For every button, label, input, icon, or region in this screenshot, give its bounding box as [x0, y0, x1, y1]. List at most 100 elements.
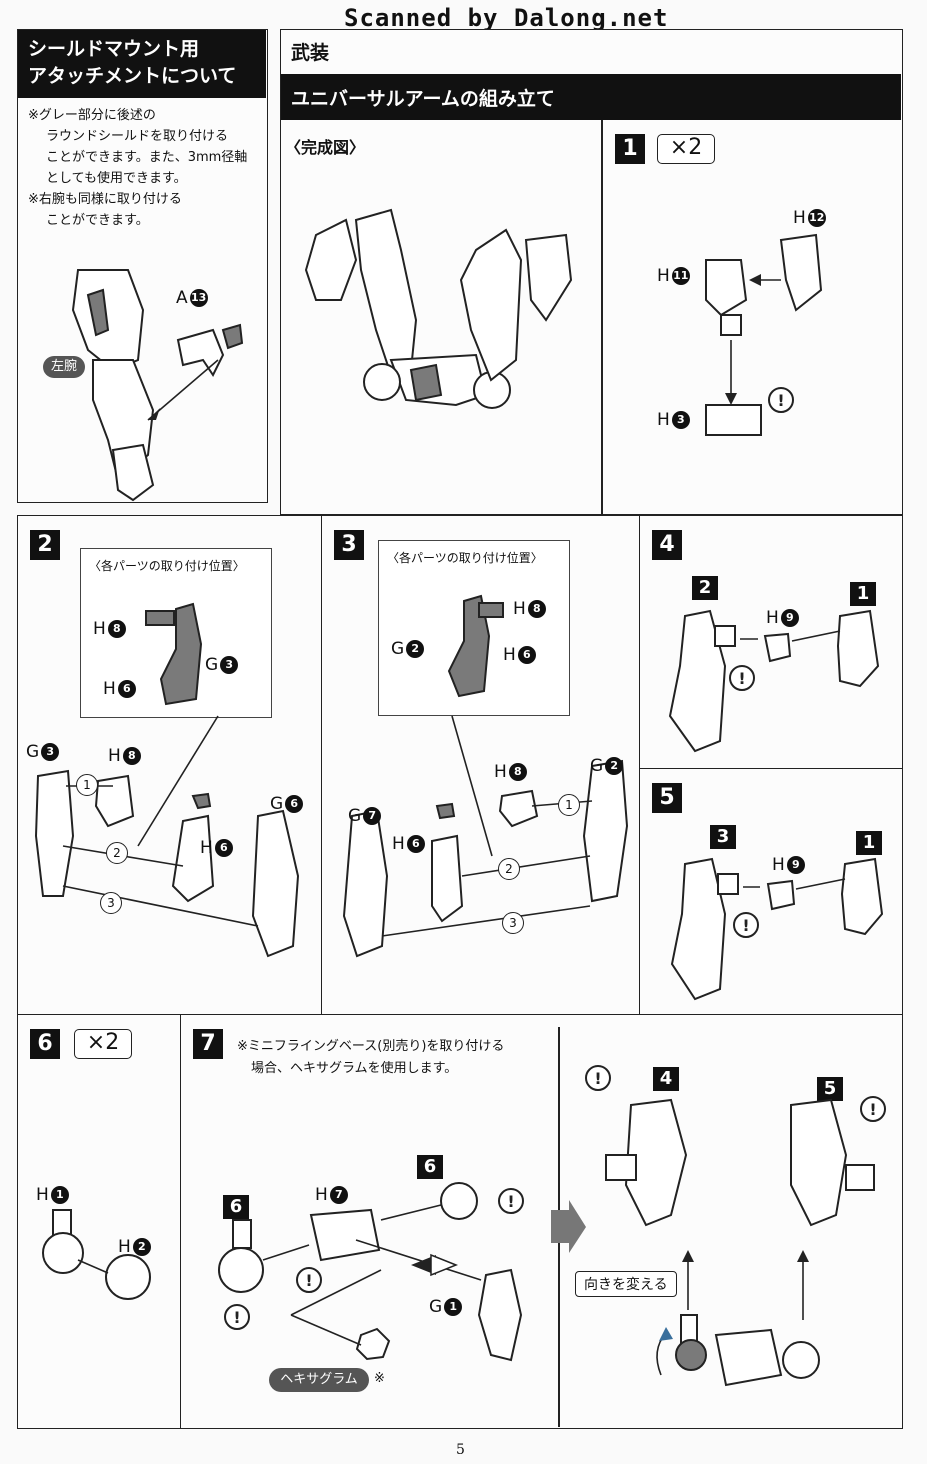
part-number: 3 — [671, 411, 690, 429]
shield-note-line: ことができます。 — [46, 213, 149, 228]
hexagram-note-mark: ※ — [374, 1371, 385, 1386]
svg-text:!: ! — [869, 1100, 876, 1119]
step7-diagram: ! ! ! ! ! — [218, 1065, 886, 1387]
step7-label-5: 5 — [817, 1077, 843, 1101]
part-letter: G — [429, 1297, 443, 1317]
part-letter: H — [103, 679, 116, 699]
part-letter: H — [657, 266, 670, 286]
step7-panel: 7 ※ミニフライングベース(別売り)を取り付ける 場合、ヘキサグラムを使用します… — [180, 1014, 903, 1429]
step7-note-line2: 場合、ヘキサグラムを使用します。 — [251, 1061, 458, 1076]
part-number: 6 — [285, 795, 304, 813]
part-number: 6 — [117, 680, 136, 698]
part-number: 6 — [214, 839, 233, 857]
step1-multiplier: ×2 — [657, 134, 715, 164]
step4-number: 4 — [652, 530, 682, 560]
part-number: 9 — [786, 856, 805, 874]
left-arm-badge: 左腕 — [43, 356, 85, 378]
svg-text:!: ! — [305, 1271, 312, 1290]
step7-next-arrow — [551, 1200, 586, 1253]
part-number: 2 — [406, 640, 425, 658]
part-letter: H — [513, 599, 526, 619]
part-number: 8 — [107, 620, 126, 638]
part-number: 6 — [517, 646, 536, 664]
svg-text:!: ! — [594, 1069, 601, 1088]
part-number: 7 — [329, 1186, 348, 1204]
part-letter: H — [793, 208, 806, 228]
part-number: 1 — [444, 1298, 463, 1316]
step5-to-label: 1 — [856, 831, 882, 855]
part-letter: H — [315, 1185, 328, 1205]
step1-number: 1 — [615, 134, 645, 164]
step2-callout-drawing — [145, 602, 203, 706]
step7-note-line1: ※ミニフライングベース(別売り)を取り付ける — [237, 1039, 505, 1054]
step4-from-label: 2 — [692, 576, 718, 600]
svg-text:!: ! — [233, 1308, 240, 1327]
step2-seq-3: 3 — [100, 892, 122, 914]
step7-warning-icon-4: ! — [585, 1065, 611, 1091]
shield-mount-panel: シールドマウント用 アタッチメントについて ※グレー部分に後述の ラウンドシール… — [17, 29, 268, 503]
part-letter: H — [503, 645, 516, 665]
shield-note-line: ※グレー部分に後述の — [28, 108, 156, 123]
shield-title-line1: シールドマウント用 — [28, 38, 200, 60]
step3-number: 3 — [334, 530, 364, 560]
part-number: 13 — [189, 289, 208, 307]
step4-to-label: 1 — [850, 582, 876, 606]
step5-warning-icon: ! — [733, 912, 759, 938]
part-letter: H — [108, 746, 121, 766]
step7-number: 7 — [193, 1029, 223, 1059]
shield-title-line2: アタッチメントについて — [28, 65, 237, 87]
step7-warning-icon-2: ! — [296, 1267, 322, 1293]
svg-text:!: ! — [507, 1192, 514, 1211]
shield-note-line: ことができます。また、3mm径軸 — [46, 150, 248, 165]
part-letter: H — [200, 838, 213, 858]
step5-number: 5 — [652, 783, 682, 813]
svg-text:!: ! — [742, 916, 749, 935]
part-letter: G — [26, 742, 40, 762]
weapon-divider — [601, 120, 603, 514]
complete-label: 〈完成図〉 — [285, 138, 366, 157]
part-number: 2 — [605, 757, 624, 775]
step2-callout-title: 〈各パーツの取り付け位置〉 — [89, 559, 245, 573]
shield-notes: ※グレー部分に後述の ラウンドシールドを取り付ける ことができます。また、3mm… — [28, 105, 247, 231]
part-number: 7 — [363, 807, 382, 825]
turn-label: 向きを変える — [575, 1271, 677, 1297]
shield-note-line: ※右腕も同様に取り付ける — [28, 192, 182, 207]
step3-seq-2: 2 — [498, 858, 520, 880]
part-number: 3 — [220, 656, 239, 674]
shield-note-line: ラウンドシールドを取り付ける — [46, 129, 229, 144]
step5-diagram: ! — [670, 857, 884, 1001]
step2-number: 2 — [30, 530, 60, 560]
svg-text:!: ! — [738, 669, 745, 688]
step3-callout-title: 〈各パーツの取り付け位置〉 — [387, 551, 543, 565]
step7-warning-icon-3: ! — [498, 1188, 524, 1214]
part-label-a13: A 13 — [176, 288, 208, 308]
step7-label-6b: 6 — [417, 1155, 443, 1179]
step2-seq-2: 2 — [106, 842, 128, 864]
step1-warning-icon: ! — [768, 387, 794, 413]
step6-number: 6 — [30, 1029, 60, 1059]
scan-banner: Scanned by Dalong.net — [344, 4, 669, 32]
part-letter: H — [36, 1185, 49, 1205]
step3-callout-drawing — [447, 594, 504, 698]
step1-diagram: ! — [705, 233, 823, 436]
part-letter: G — [348, 806, 362, 826]
shield-note-line: としても使用できます。 — [46, 171, 187, 186]
part-letter: H — [93, 619, 106, 639]
